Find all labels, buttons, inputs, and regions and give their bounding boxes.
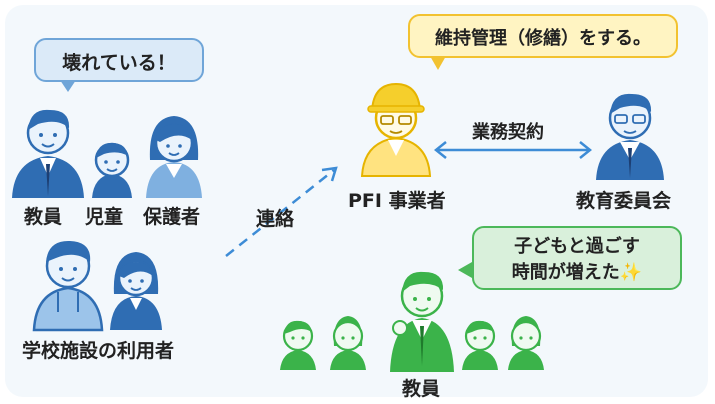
speech-bubble-maintenance: 維持管理（修繕）をする。 [408,14,678,58]
teacher-icon [12,109,84,198]
more-time-line2: 時間が増えた✨ [511,262,643,283]
label-facility-users: 学校施設の利用者 [22,340,175,362]
more-time-line1: 子どもと過ごす [514,236,640,257]
label-board-of-education: 教育委員会 [576,190,672,212]
guardian-icon [146,116,202,198]
pfi-worker-icon [360,82,432,177]
board-member-icon [596,93,664,180]
speech-bubble-more-time-tail [458,262,472,278]
contract-arrow [433,141,593,159]
label-contact: 連絡 [256,208,295,230]
label-student: 児童 [85,206,124,228]
facility-user-icon-2 [110,252,162,330]
label-pfi-operator: PFI 事業者 [348,190,446,212]
speech-bubble-maintenance-tail [430,56,446,70]
label-teacher-bottom: 教員 [402,378,441,400]
facility-user-icon-1 [32,240,104,332]
speech-bubble-broken-tail [60,80,76,92]
maintenance-text: 維持管理（修繕）をする。 [435,28,651,49]
student-icon [92,142,132,198]
speech-bubble-broken: 壊れている！ [34,38,204,82]
kid-icon-2 [330,316,366,370]
kid-icon-1 [280,320,316,370]
kid-icon-3 [462,320,498,370]
contact-arrow [225,166,338,257]
teacher-green-icon [390,271,454,372]
kid-icon-4 [508,316,544,370]
label-guardian: 保護者 [143,206,201,228]
label-service-contract: 業務契約 [472,122,544,143]
broken-text: 壊れている！ [62,52,176,74]
label-teacher: 教員 [24,206,63,228]
speech-bubble-more-time: 子どもと過ごす 時間が増えた✨ [472,226,682,290]
